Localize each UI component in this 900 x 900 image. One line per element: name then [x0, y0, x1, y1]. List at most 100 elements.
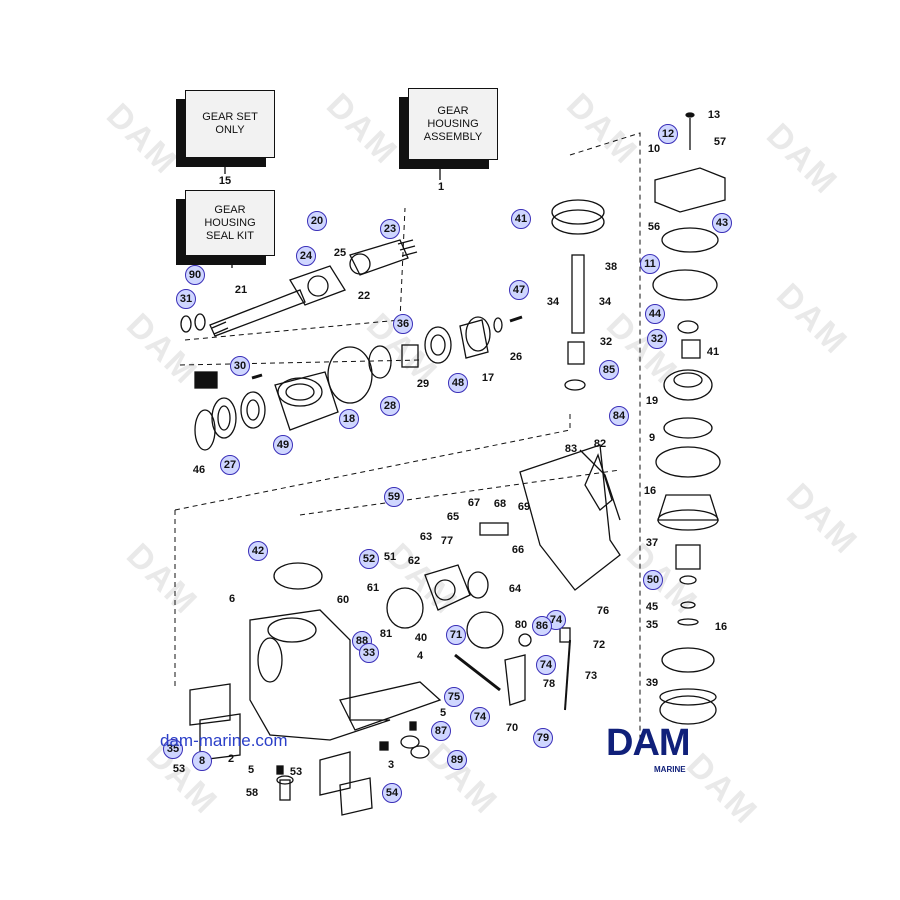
part-label: 6: [228, 593, 236, 605]
part-label-circled: 75: [444, 687, 464, 707]
part-label: 58: [245, 787, 259, 799]
part-label: 17: [481, 372, 495, 384]
part-label: 9: [648, 432, 656, 444]
part-label: 16: [714, 621, 728, 633]
part-label-circled: 41: [511, 209, 531, 229]
part-label-circled: 50: [643, 570, 663, 590]
bearing-carrier-group: [194, 315, 523, 451]
part-label: 45: [645, 601, 659, 613]
part-label: 70: [505, 722, 519, 734]
part-label-circled: 42: [248, 541, 268, 561]
part-label-circled: 44: [645, 304, 665, 324]
part-label-circled: 85: [599, 360, 619, 380]
part-label-circled: 79: [533, 728, 553, 748]
part-label-circled: 8: [192, 751, 212, 771]
part-label: 4: [416, 650, 424, 662]
part-label: 53: [172, 763, 186, 775]
part-label-circled: 12: [658, 124, 678, 144]
part-label-circled: 47: [509, 280, 529, 300]
part-label-circled: 28: [380, 396, 400, 416]
gear-housing-seal-kit-box: GEAR HOUSING SEAL KIT: [185, 190, 275, 256]
part-label: 39: [645, 677, 659, 689]
dashed-outlines: [174, 132, 641, 740]
part-label: 82: [593, 438, 607, 450]
part-label-circled: 54: [382, 783, 402, 803]
lower-parts: [189, 683, 430, 816]
shift-linkage: [454, 627, 571, 711]
part-label-circled: 43: [712, 213, 732, 233]
part-label: 19: [645, 395, 659, 407]
part-label-circled: 24: [296, 246, 316, 266]
part-label: 80: [514, 619, 528, 631]
pump-assembly: [386, 522, 509, 649]
seal-ring: [180, 315, 192, 333]
part-label: 68: [493, 498, 507, 510]
part-label-circled: 18: [339, 409, 359, 429]
part-label-circled: 36: [393, 314, 413, 334]
part-label: 64: [508, 583, 522, 595]
part-label: 72: [592, 639, 606, 651]
part-label-circled: 35: [163, 739, 183, 759]
part-label: 41: [706, 346, 720, 358]
part-label: 10: [647, 143, 661, 155]
gear-housing: [249, 609, 442, 741]
part-label-circled: 84: [609, 406, 629, 426]
part-label-circled: 86: [532, 616, 552, 636]
part-label: 5: [439, 707, 447, 719]
part-label: 61: [366, 582, 380, 594]
part-label-circled: 30: [230, 356, 250, 376]
part-label-circled: 32: [647, 329, 667, 349]
gear-set-only-box: GEAR SET ONLY: [185, 90, 275, 158]
part-label: 25: [333, 247, 347, 259]
o-ring: [273, 562, 323, 590]
part-label: 5: [247, 764, 255, 776]
brand-logo: DAM: [606, 722, 691, 764]
part-label: 83: [564, 443, 578, 455]
part-label: 40: [414, 632, 428, 644]
part-label: 76: [596, 605, 610, 617]
driveshaft-assembly: [209, 239, 418, 337]
part-label-circled: 59: [384, 487, 404, 507]
part-label: 65: [446, 511, 460, 523]
part-label-circled: 74: [536, 655, 556, 675]
part-label: 67: [467, 497, 481, 509]
part-label: 38: [604, 261, 618, 273]
part-label: 53: [289, 766, 303, 778]
part-label: 69: [517, 501, 531, 513]
part-label: 21: [234, 284, 248, 296]
website-link[interactable]: dam-marine.com: [160, 731, 288, 750]
part-label: 46: [192, 464, 206, 476]
part-label-circled: 33: [359, 643, 379, 663]
part-label: 78: [542, 678, 556, 690]
part-label-circled: 90: [185, 265, 205, 285]
part-label: 35: [645, 619, 659, 631]
part-label-circled: 23: [380, 219, 400, 239]
part-label: 32: [599, 336, 613, 348]
part-label: 22: [357, 290, 371, 302]
part-label: 15: [218, 175, 232, 187]
driveshaft-vertical: [551, 199, 605, 391]
part-label: 34: [598, 296, 612, 308]
part-label: 81: [379, 628, 393, 640]
part-label: 2: [227, 753, 235, 765]
part-label: 26: [509, 351, 523, 363]
brand-logo-subtitle: MARINE: [654, 765, 686, 774]
part-label: 66: [511, 544, 525, 556]
part-label: 63: [419, 531, 433, 543]
part-label: 56: [647, 221, 661, 233]
part-label-circled: 48: [448, 373, 468, 393]
part-label: 13: [707, 109, 721, 121]
housing-cover: [519, 444, 621, 591]
seal-ring: [194, 313, 206, 331]
part-label: 51: [383, 551, 397, 563]
part-label-circled: 89: [447, 750, 467, 770]
part-label-circled: 71: [446, 625, 466, 645]
shift-column-parts: [652, 112, 726, 725]
part-label-circled: 52: [359, 549, 379, 569]
part-label: 77: [440, 535, 454, 547]
part-label: 29: [416, 378, 430, 390]
part-label-circled: 74: [470, 707, 490, 727]
part-label-circled: 31: [176, 289, 196, 309]
part-label: 62: [407, 555, 421, 567]
